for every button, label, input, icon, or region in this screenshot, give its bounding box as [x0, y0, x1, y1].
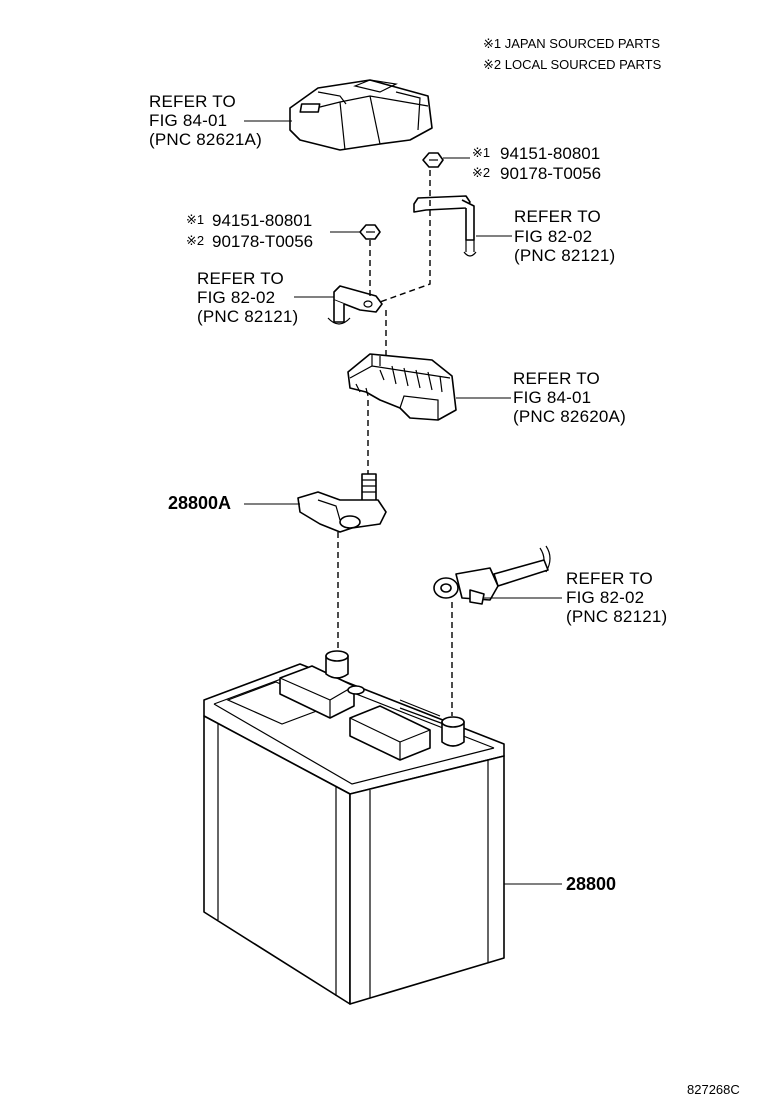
fuse-block-ref-line1: REFER TO	[513, 369, 600, 388]
cover-ref-line3: (PNC 82621A)	[149, 130, 262, 149]
fuse-block-ref-line2: FIG 84-01	[513, 388, 591, 407]
cover-ref-line2: FIG 84-01	[149, 111, 227, 130]
figure-code: 827268C	[687, 1082, 740, 1097]
fuse-block-ref-line3: (PNC 82620A)	[513, 407, 626, 426]
lower-nut-pn2: 90178-T0056	[212, 232, 313, 251]
negative-cable	[433, 545, 551, 605]
upper-nut-pn1: 94151-80801	[500, 144, 600, 163]
neg-cable-ref-line1: REFER TO	[566, 569, 653, 588]
upper-nut-pn2: 90178-T0056	[500, 164, 601, 183]
right-bracket-lug	[413, 195, 477, 257]
battery-part-number: 28800	[566, 874, 616, 894]
assembly-line-upper	[379, 170, 431, 303]
positive-terminal	[297, 473, 387, 533]
legend-note-2: ※2 LOCAL SOURCED PARTS	[483, 57, 662, 72]
bracket-left-ref-line3: (PNC 82121)	[197, 307, 298, 326]
bracket-right-ref-line3: (PNC 82121)	[514, 246, 615, 265]
legend-note-1: ※1 JAPAN SOURCED PARTS	[483, 36, 660, 51]
lower-nut-mark2: ※2	[186, 233, 204, 248]
neg-cable-ref-line3: (PNC 82121)	[566, 607, 667, 626]
cover-ref-line1: REFER TO	[149, 92, 236, 111]
upper-nut-mark1: ※1	[472, 145, 490, 160]
battery	[203, 650, 505, 1005]
lower-nut-pn1: 94151-80801	[212, 211, 312, 230]
fusible-link-cover	[289, 79, 433, 151]
bracket-left-ref-line1: REFER TO	[197, 269, 284, 288]
left-bracket-lug	[327, 285, 383, 325]
bracket-right-ref-line2: FIG 82-02	[514, 227, 592, 246]
upper-nut-mark2: ※2	[472, 165, 490, 180]
lower-nut-icon	[359, 224, 381, 240]
upper-nut-icon	[422, 152, 444, 168]
bracket-left-ref-line2: FIG 82-02	[197, 288, 275, 307]
lower-nut-mark1: ※1	[186, 212, 204, 227]
neg-cable-ref-line2: FIG 82-02	[566, 588, 644, 607]
fuse-block	[347, 353, 457, 421]
terminal-part-number: 28800A	[168, 493, 231, 513]
bracket-right-ref-line1: REFER TO	[514, 207, 601, 226]
